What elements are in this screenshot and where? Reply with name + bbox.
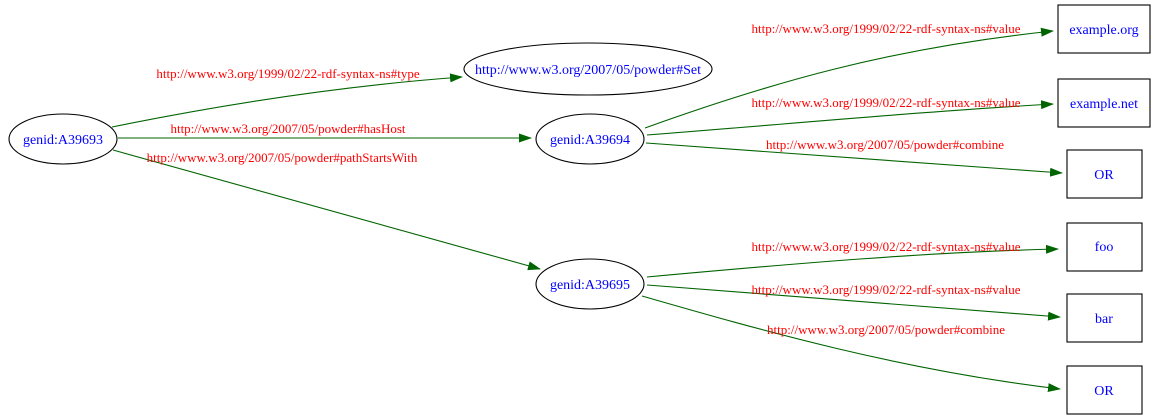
node-genid-a39693: genid:A39693 bbox=[8, 113, 118, 165]
ellipse-shape bbox=[8, 113, 118, 165]
ellipse-shape bbox=[535, 113, 645, 165]
node-label: genid:A39693 bbox=[23, 133, 103, 148]
node-example-org: example.org bbox=[1057, 4, 1151, 54]
box-shape bbox=[1066, 293, 1143, 343]
edge-label-type: http://www.w3.org/1999/02/22-rdf-syntax-… bbox=[156, 66, 419, 81]
edge-value-bar: http://www.w3.org/1999/02/22-rdf-syntax-… bbox=[646, 282, 1061, 321]
edge-value-example-net: http://www.w3.org/1999/02/22-rdf-syntax-… bbox=[646, 95, 1054, 136]
node-genid-a39695: genid:A39695 bbox=[535, 258, 645, 310]
ellipse-shape bbox=[535, 258, 645, 310]
node-example-net: example.net bbox=[1057, 78, 1151, 128]
edge-label-value-1: http://www.w3.org/1999/02/22-rdf-syntax-… bbox=[752, 21, 1021, 36]
node-label: OR bbox=[1094, 168, 1114, 183]
edge-group: http://www.w3.org/1999/02/22-rdf-syntax-… bbox=[111, 21, 1063, 393]
node-label: http://www.w3.org/2007/05/powder#Set bbox=[475, 63, 701, 78]
edge-line bbox=[112, 149, 541, 271]
edge-line bbox=[646, 284, 1061, 321]
edge-line bbox=[646, 100, 1054, 136]
node-powder-set: http://www.w3.org/2007/05/powder#Set bbox=[463, 42, 713, 96]
edge-pathstartswith: http://www.w3.org/2007/05/powder#pathSta… bbox=[112, 149, 541, 271]
edge-label-hashost: http://www.w3.org/2007/05/powder#hasHost bbox=[170, 121, 405, 136]
box-shape bbox=[1057, 4, 1151, 54]
node-label: genid:A39694 bbox=[550, 133, 630, 148]
node-or-2: OR bbox=[1066, 365, 1143, 415]
ellipse-shape bbox=[463, 42, 713, 96]
edge-line bbox=[645, 142, 1063, 177]
node-label: example.net bbox=[1070, 97, 1138, 112]
edge-label-value-3: http://www.w3.org/1999/02/22-rdf-syntax-… bbox=[752, 239, 1021, 254]
node-group: genid:A39693 http://www.w3.org/2007/05/p… bbox=[8, 4, 1151, 415]
edge-hashost: http://www.w3.org/2007/05/powder#hasHost bbox=[118, 121, 532, 143]
edge-type: http://www.w3.org/1999/02/22-rdf-syntax-… bbox=[111, 66, 463, 128]
box-shape bbox=[1057, 78, 1151, 128]
edge-combine-2: http://www.w3.org/2007/05/powder#combine bbox=[641, 295, 1061, 393]
box-shape bbox=[1066, 365, 1143, 415]
edge-line bbox=[644, 27, 1054, 129]
node-label: genid:A39695 bbox=[550, 278, 630, 293]
node-label: foo bbox=[1095, 240, 1114, 255]
node-label: example.org bbox=[1069, 23, 1138, 38]
edge-label-combine-1: http://www.w3.org/2007/05/powder#combine bbox=[766, 137, 1004, 152]
node-label: OR bbox=[1094, 384, 1114, 399]
box-shape bbox=[1066, 222, 1143, 272]
edge-label-pathstartswith: http://www.w3.org/2007/05/powder#pathSta… bbox=[147, 150, 418, 165]
box-shape bbox=[1066, 149, 1143, 199]
edge-value-example-org: http://www.w3.org/1999/02/22-rdf-syntax-… bbox=[644, 21, 1054, 129]
edge-label-value-2: http://www.w3.org/1999/02/22-rdf-syntax-… bbox=[752, 95, 1021, 110]
node-bar: bar bbox=[1066, 293, 1143, 343]
node-foo: foo bbox=[1066, 222, 1143, 272]
edge-line bbox=[641, 295, 1061, 393]
edge-line bbox=[111, 73, 463, 128]
edge-combine-1: http://www.w3.org/2007/05/powder#combine bbox=[645, 137, 1063, 177]
edge-label-value-4: http://www.w3.org/1999/02/22-rdf-syntax-… bbox=[752, 282, 1021, 297]
node-genid-a39694: genid:A39694 bbox=[535, 113, 645, 165]
node-or-1: OR bbox=[1066, 149, 1143, 199]
edge-value-foo: http://www.w3.org/1999/02/22-rdf-syntax-… bbox=[646, 239, 1059, 278]
edge-line bbox=[646, 244, 1059, 278]
edge-label-combine-2: http://www.w3.org/2007/05/powder#combine bbox=[767, 322, 1005, 337]
node-label: bar bbox=[1095, 312, 1113, 327]
